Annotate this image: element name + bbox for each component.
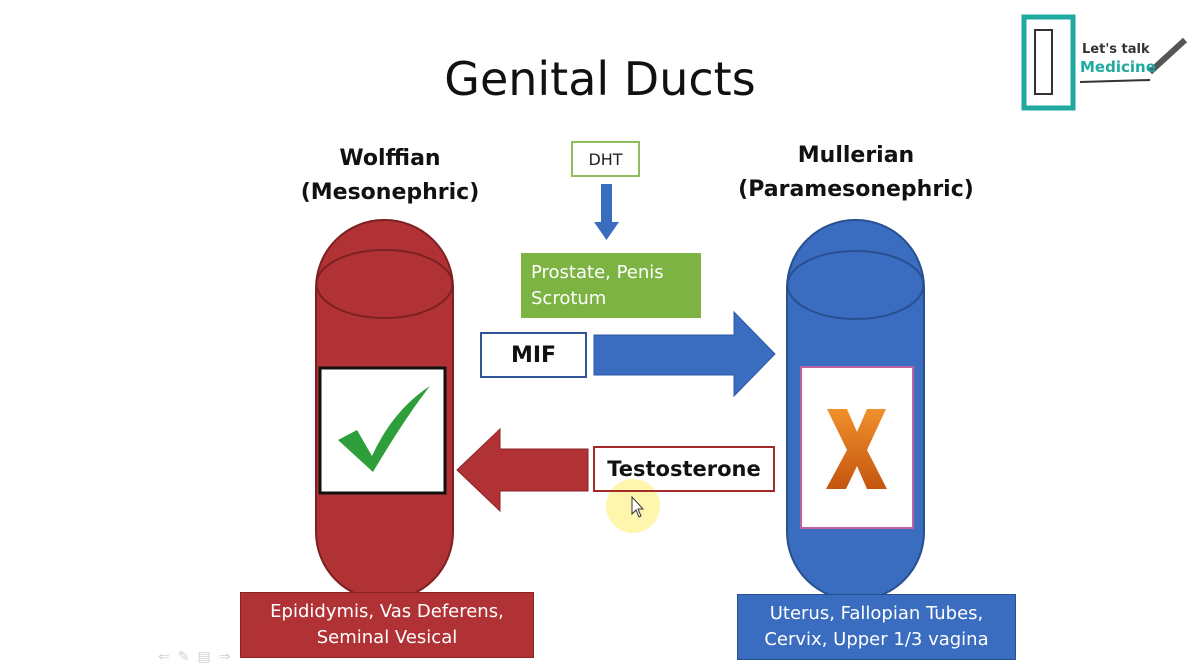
x-mark-icon: [800, 366, 914, 529]
mullerian-structures-box: Uterus, Fallopian Tubes, Cervix, Upper 1…: [737, 594, 1016, 660]
next-slide-icon[interactable]: ⇒: [218, 648, 239, 664]
logo-text-top: Let's talk: [1082, 42, 1150, 57]
wolffian-structures-box: Epididymis, Vas Deferens, Seminal Vesica…: [240, 592, 534, 658]
mif-label-box: MIF: [480, 332, 587, 378]
wolffian-structure-line2: Seminal Vesical: [316, 627, 458, 648]
mullerian-title-line1: Mullerian: [797, 143, 915, 168]
wolffian-structure-line1: Epididymis, Vas Deferens,: [270, 601, 504, 622]
testosterone-left-arrow: [456, 427, 589, 513]
dht-label-box: DHT: [571, 141, 640, 177]
logo-text-bottom: Medicine: [1080, 58, 1156, 76]
slide-nav-controls[interactable]: ⇐✎▤⇒: [158, 648, 238, 665]
pen-icon[interactable]: ✎: [177, 648, 198, 664]
wolffian-title-line2: (Mesonephric): [300, 180, 480, 205]
dht-targets-box: Prostate, Penis Scrotum: [521, 253, 701, 318]
lets-talk-medicine-logo: [1021, 14, 1188, 111]
wolffian-title-line1: Wolffian: [339, 146, 441, 171]
mullerian-structure-line1: Uterus, Fallopian Tubes,: [769, 603, 984, 624]
prev-slide-icon[interactable]: ⇐: [158, 648, 178, 664]
cursor-pointer-icon: [606, 479, 660, 533]
testosterone-label-box: Testosterone: [593, 446, 775, 492]
mullerian-structure-line2: Cervix, Upper 1/3 vagina: [764, 629, 989, 650]
dht-target-line1: Prostate, Penis: [531, 261, 664, 283]
mullerian-title: Mullerian (Paramesonephric): [728, 139, 984, 207]
mif-right-arrow: [593, 310, 776, 398]
dht-down-arrow: [594, 184, 619, 240]
wolffian-title: Wolffian (Mesonephric): [290, 142, 490, 210]
mullerian-title-line2: (Paramesonephric): [738, 177, 974, 202]
check-mark-icon: [318, 366, 447, 495]
dht-target-line2: Scrotum: [531, 287, 607, 309]
menu-icon[interactable]: ▤: [197, 648, 219, 664]
slide-title: Genital Ducts: [444, 52, 756, 106]
